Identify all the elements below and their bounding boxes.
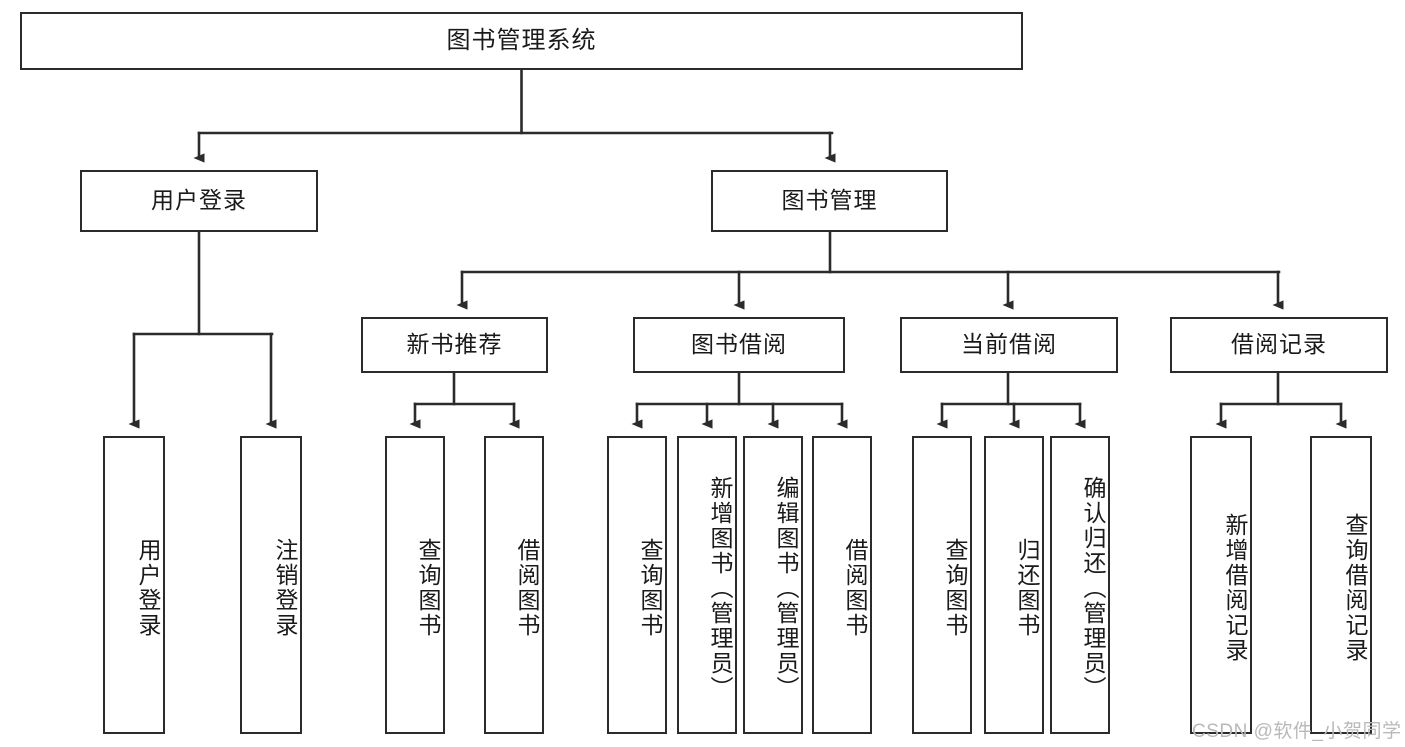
node-borrow-record[interactable]: 借阅记录 [1170, 317, 1388, 373]
node-root[interactable]: 图书管理系统 [20, 12, 1023, 70]
node-leaf-add-book-admin-label: 新增图书（管理员） [707, 475, 733, 701]
node-leaf-borrow-book-recommend[interactable]: 借阅图书 [484, 436, 544, 734]
node-leaf-add-borrow-record-label: 新增借阅记录 [1222, 513, 1248, 663]
node-leaf-return-book-label: 归还图书 [1014, 538, 1040, 638]
node-book-management[interactable]: 图书管理 [711, 170, 948, 232]
node-leaf-query-book-current-label: 查询图书 [942, 538, 968, 638]
node-new-book-recommend[interactable]: 新书推荐 [361, 317, 548, 373]
watermark: CSDN @软件_小贺同学 [1192, 721, 1402, 742]
node-user-login-label: 用户登录 [151, 187, 247, 214]
node-leaf-add-book-admin[interactable]: 新增图书（管理员） [677, 436, 737, 734]
node-leaf-add-borrow-record[interactable]: 新增借阅记录 [1190, 436, 1252, 734]
node-leaf-query-book-recommend[interactable]: 查询图书 [385, 436, 445, 734]
node-leaf-user-login-label: 用户登录 [135, 538, 161, 638]
node-book-borrow-label: 图书借阅 [691, 331, 787, 358]
node-leaf-confirm-return-admin[interactable]: 确认归还（管理员） [1050, 436, 1110, 734]
node-leaf-return-book[interactable]: 归还图书 [984, 436, 1044, 734]
node-leaf-user-login[interactable]: 用户登录 [103, 436, 165, 734]
node-new-book-recommend-label: 新书推荐 [406, 331, 503, 358]
node-leaf-borrow-book-label: 借阅图书 [842, 538, 868, 638]
node-leaf-query-borrow-record-label: 查询借阅记录 [1342, 513, 1368, 663]
node-leaf-logout-login-label: 注销登录 [272, 538, 298, 638]
node-leaf-confirm-return-admin-label: 确认归还（管理员） [1080, 475, 1106, 701]
node-root-label: 图书管理系统 [446, 26, 597, 54]
node-leaf-edit-book-admin[interactable]: 编辑图书（管理员） [743, 436, 803, 734]
node-leaf-edit-book-admin-label: 编辑图书（管理员） [773, 475, 799, 701]
node-book-management-label: 图书管理 [781, 187, 878, 214]
node-leaf-query-borrow-record[interactable]: 查询借阅记录 [1310, 436, 1372, 734]
node-leaf-borrow-book[interactable]: 借阅图书 [812, 436, 872, 734]
node-current-borrow-label: 当前借阅 [961, 331, 1057, 358]
node-leaf-logout-login[interactable]: 注销登录 [240, 436, 302, 734]
node-leaf-query-book-borrow-label: 查询图书 [637, 538, 663, 638]
node-leaf-query-book-borrow[interactable]: 查询图书 [607, 436, 667, 734]
node-current-borrow[interactable]: 当前借阅 [900, 317, 1118, 373]
node-leaf-query-book-recommend-label: 查询图书 [415, 538, 441, 638]
node-book-borrow[interactable]: 图书借阅 [633, 317, 845, 373]
node-leaf-borrow-book-recommend-label: 借阅图书 [514, 538, 540, 638]
node-leaf-query-book-current[interactable]: 查询图书 [912, 436, 972, 734]
node-user-login[interactable]: 用户登录 [80, 170, 318, 232]
node-borrow-record-label: 借阅记录 [1231, 331, 1327, 358]
